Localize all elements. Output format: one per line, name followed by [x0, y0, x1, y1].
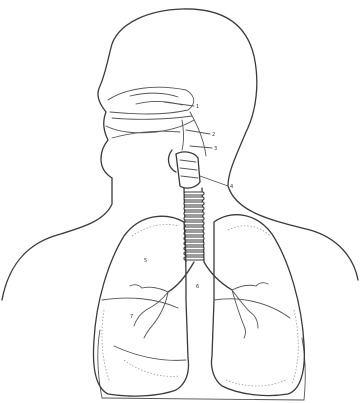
- trachea-ring: [184, 202, 204, 205]
- label-leaders: [164, 102, 228, 186]
- trachea-ring: [184, 212, 204, 215]
- trachea: [184, 188, 204, 262]
- label-4: 4: [230, 184, 233, 190]
- label-5: 5: [144, 258, 147, 264]
- trachea-ring: [184, 252, 204, 255]
- trachea-ring: [184, 232, 204, 235]
- trachea-ring: [184, 217, 204, 220]
- trachea-ring: [184, 237, 204, 240]
- label-2: 2: [212, 132, 215, 138]
- trachea-ring: [184, 222, 204, 225]
- body-outline: [2, 9, 358, 400]
- trachea-ring: [184, 197, 204, 200]
- trachea-ring: [184, 192, 204, 195]
- left-lung: [211, 215, 304, 396]
- trachea-ring: [184, 227, 204, 230]
- trachea-ring: [184, 207, 204, 210]
- right-lung: [94, 216, 189, 396]
- label-1: 1: [196, 104, 199, 110]
- trachea-ring: [184, 257, 204, 260]
- trachea-ring: [184, 247, 204, 250]
- larynx: [169, 150, 200, 188]
- label-3: 3: [214, 146, 217, 152]
- label-6: 6: [196, 284, 199, 290]
- label-7: 7: [130, 314, 133, 320]
- trachea-ring: [184, 242, 204, 245]
